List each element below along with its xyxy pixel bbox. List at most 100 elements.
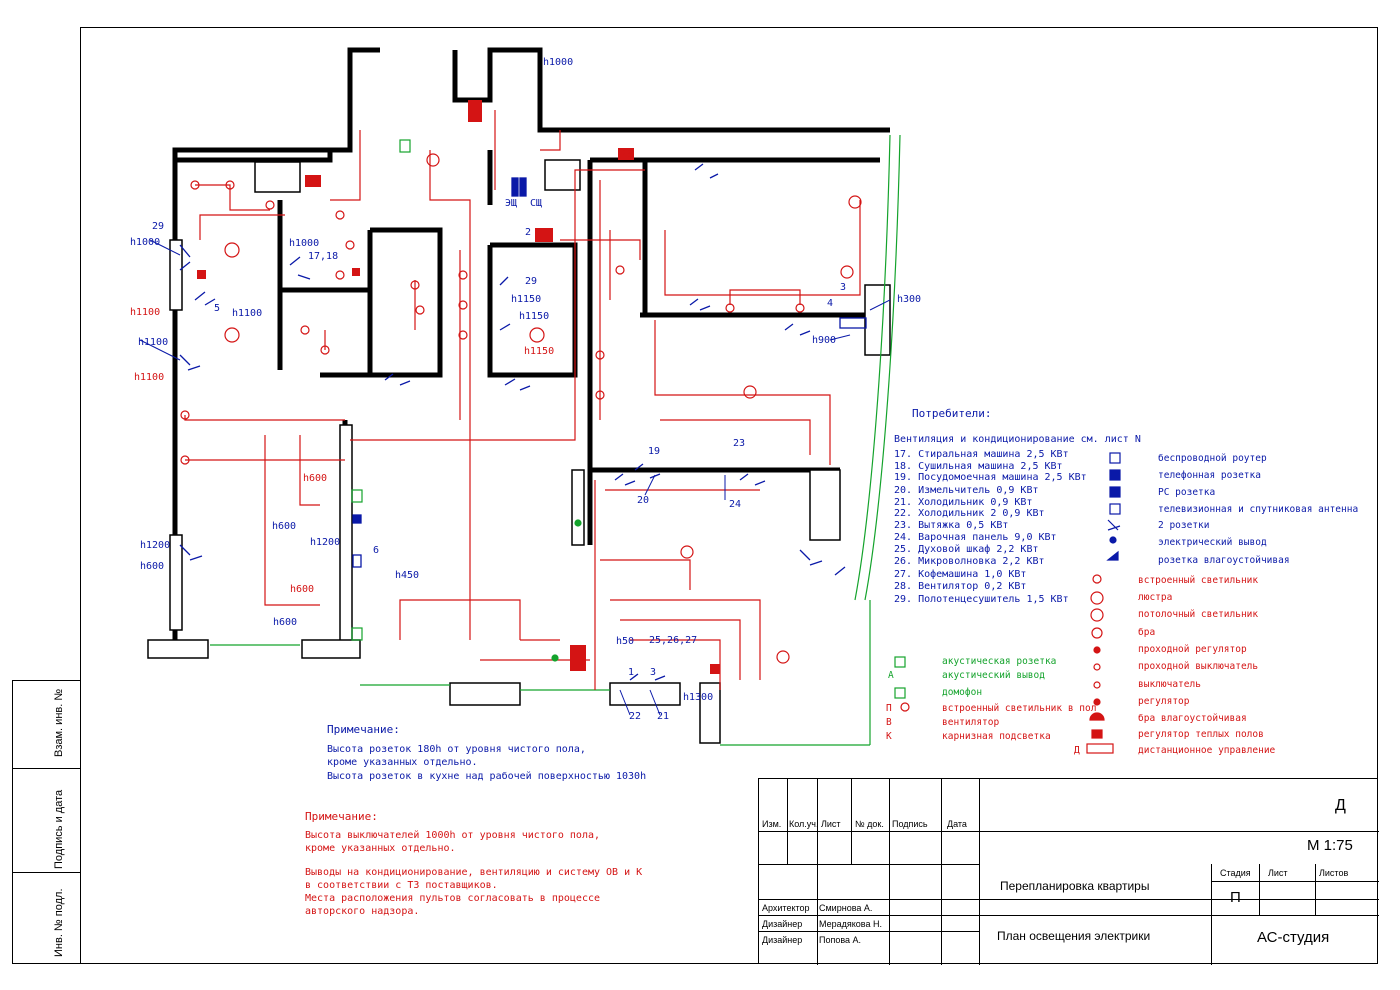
label-h600-c: h600 bbox=[290, 584, 315, 595]
label-h1100-d: h1100 bbox=[134, 372, 165, 383]
label-3-a: 3 bbox=[840, 282, 847, 293]
consumer-item: 22. Холодильник 2 0,9 КВт bbox=[894, 508, 1045, 519]
legend-passthrough-switch: проходной выключатель bbox=[1138, 661, 1259, 672]
label-h1000-c: h1000 bbox=[289, 238, 320, 249]
legend-tv-socket: телевизионная и спутниковая антенна bbox=[1158, 504, 1359, 515]
tb-header-doc: № док. bbox=[855, 819, 884, 829]
label-panel-esch: ЭЩ bbox=[505, 198, 518, 209]
label-h1150-c: h1150 bbox=[524, 346, 555, 357]
label-23: 23 bbox=[733, 438, 746, 449]
consumer-item: 27. Кофемашина 1,0 КВт bbox=[894, 569, 1027, 580]
legend-pc-socket: РС розетка bbox=[1158, 487, 1216, 498]
label-6: 6 bbox=[373, 545, 380, 556]
consumer-item: 17. Стиральная машина 2,5 КВт bbox=[894, 449, 1069, 460]
tb-header-sheet: Лист bbox=[821, 819, 841, 829]
label-28-b: 28 bbox=[621, 149, 634, 160]
label-h1100-c: h1100 bbox=[138, 337, 169, 348]
legend-dimmer: регулятор bbox=[1138, 696, 1190, 707]
tb-header-date: Дата bbox=[947, 819, 967, 829]
legend-ceiling-light: потолочный светильник bbox=[1138, 609, 1259, 620]
legend-chandelier: люстра bbox=[1138, 592, 1173, 603]
consumer-item: 19. Посудомоечная машина 2,5 КВт bbox=[894, 472, 1087, 483]
sockets-blue bbox=[179, 163, 867, 681]
side-stamp: Взам. инв. № Подпись и дата Инв. № подл. bbox=[12, 680, 81, 964]
consumer-item: 26. Микроволновка 2,2 КВт bbox=[894, 556, 1045, 567]
legend-electric-outlet: электрический вывод bbox=[1158, 537, 1267, 548]
tb-sheet-title: План освещения электрики bbox=[997, 929, 1151, 943]
label-21: 21 bbox=[657, 711, 670, 722]
legend-floor-light: встроенный светильник в пол bbox=[942, 703, 1097, 714]
label-22: 22 bbox=[629, 711, 642, 722]
drawing-frame bbox=[80, 27, 1378, 964]
label-h300: h300 bbox=[897, 294, 922, 305]
legend-acoustic-socket: акустическая розетка bbox=[942, 656, 1057, 667]
tb-role-designer-1: Дизайнер bbox=[762, 919, 803, 929]
label-h1200-a: h1200 bbox=[310, 537, 341, 548]
tb-name-designer-1: Мерадякова Н. bbox=[819, 919, 882, 929]
leader-lines bbox=[139, 239, 891, 716]
legend-waterproof-sconce: бра влагоустойчивая bbox=[1138, 713, 1247, 724]
consumer-item: 21. Холодильник 0,9 КВт bbox=[894, 497, 1033, 508]
legend-router: беспроводной роутер bbox=[1158, 453, 1267, 464]
legend-switch: выключатель bbox=[1138, 679, 1201, 690]
legend-passthrough-dimmer: проходной регулятор bbox=[1138, 644, 1247, 655]
window-zones bbox=[147, 159, 891, 744]
side-cell-sign bbox=[13, 769, 81, 873]
label-h1000-a: h1000 bbox=[130, 237, 161, 248]
legend-remote: дистанционное управление bbox=[1138, 745, 1276, 756]
side-cell-replace bbox=[13, 681, 81, 769]
legend-floor-heating: регулятор теплых полов bbox=[1138, 729, 1264, 740]
tb-header-signature: Подпись bbox=[892, 819, 928, 829]
tb-name-architect: Смирнова А. bbox=[819, 903, 873, 913]
label-4: 4 bbox=[827, 298, 834, 309]
note-red-line: кроме указанных отдельно. bbox=[305, 843, 456, 854]
tb-sheet-mark: Д bbox=[1335, 797, 1346, 814]
tb-project: Перепланировка квартиры bbox=[1000, 879, 1150, 893]
legend-waterproof-socket: розетка влагоустойчивая bbox=[1158, 555, 1290, 566]
label-h50: h50 bbox=[616, 636, 635, 647]
consumer-item: 18. Сушильная машина 2,5 КВт bbox=[894, 460, 1063, 472]
note-blue-line: Высота розеток в кухне над рабочей повер… bbox=[327, 771, 647, 782]
legend-sconce: бра bbox=[1138, 627, 1156, 638]
title-block: Изм. Кол.уч. Лист № док. Подпись Дата Д … bbox=[758, 778, 1379, 965]
label-h1000-b: h1000 bbox=[543, 57, 574, 68]
consumer-item: 28. Вентилятор 0,2 КВт bbox=[894, 581, 1027, 592]
label-h600-d: h600 bbox=[273, 617, 298, 628]
legend-double-socket: 2 розетки bbox=[1158, 520, 1210, 531]
label-h450: h450 bbox=[395, 570, 420, 581]
legend-recessed-light: встроенный светильник bbox=[1138, 575, 1259, 586]
label-19: 19 bbox=[648, 446, 661, 457]
legend-prefix-d: Д bbox=[1074, 745, 1080, 756]
label-2-a: 2 bbox=[525, 227, 532, 238]
tb-role-designer-2: Дизайнер bbox=[762, 935, 803, 945]
legend-prefix-v: В bbox=[886, 717, 892, 728]
label-1: 1 bbox=[628, 667, 635, 678]
legend-intercom: домофон bbox=[942, 687, 983, 698]
note-red-line: в соответствии с ТЗ поставщиков. bbox=[305, 880, 498, 891]
label-h1200-b: h1200 bbox=[140, 540, 171, 551]
label-29-b: 29 bbox=[525, 276, 538, 287]
legend-cornice-light: карнизная подсветка bbox=[942, 731, 1051, 742]
tb-company: АС-студия bbox=[1257, 929, 1330, 946]
label-29-a: 29 bbox=[152, 221, 165, 232]
consumers-title: Потребители: bbox=[912, 407, 992, 420]
note-blue-line: Высота розеток 180h от уровня чистого по… bbox=[327, 744, 586, 755]
legend-phone-socket: телефонная розетка bbox=[1158, 470, 1261, 481]
label-3-b: 3 bbox=[650, 667, 657, 678]
tb-header-qty: Кол.уч. bbox=[789, 819, 819, 829]
label-h600-e: h600 bbox=[140, 561, 165, 572]
wiring-red bbox=[180, 110, 862, 690]
consumer-item: 29. Полотенцесушитель 1,5 КВт bbox=[894, 594, 1069, 605]
legend-prefix-a: А bbox=[888, 670, 894, 681]
label-h1150-a: h1150 bbox=[511, 294, 542, 305]
consumer-item: 23. Вытяжка 0,5 КВт bbox=[894, 520, 1009, 531]
label-28-a: 28 bbox=[309, 176, 322, 187]
consumer-item: 20. Измельчитель 0,9 КВт bbox=[894, 485, 1039, 496]
note-red-line: Высота выключателей 1000h от уровня чист… bbox=[305, 830, 601, 841]
label-h1100-b: h1100 bbox=[232, 308, 263, 319]
tb-name-designer-2: Попова А. bbox=[819, 935, 862, 945]
label-h1300: h1300 bbox=[683, 692, 714, 703]
label-h600-a: h600 bbox=[303, 473, 328, 484]
note-blue-line: кроме указанных отдельно. bbox=[327, 757, 478, 768]
